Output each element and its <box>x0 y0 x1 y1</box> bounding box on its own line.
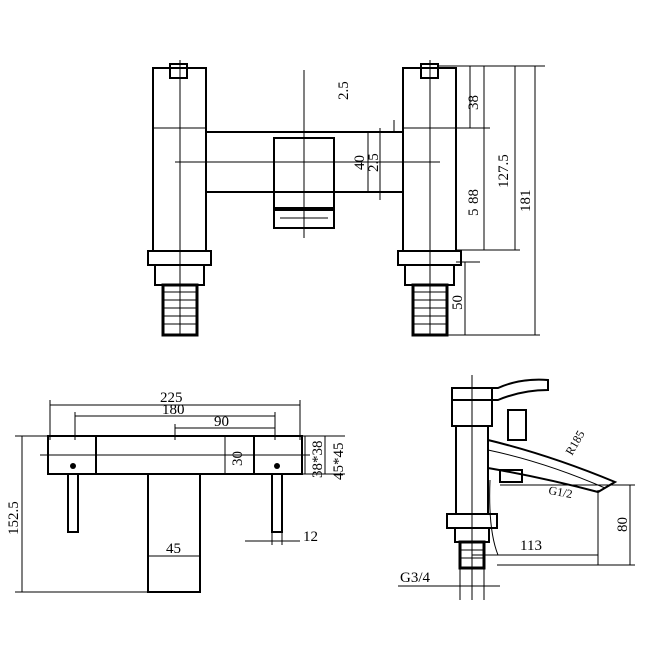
dim-50: 50 <box>450 295 466 310</box>
side-handle-lever <box>451 378 549 401</box>
front-elevation: 2.5 38 40 2.5 127.5 181 5 88 50 <box>147 60 545 337</box>
dim-181: 181 <box>518 190 534 213</box>
dim-90: 90 <box>214 414 229 430</box>
dim-r185: R185 <box>562 428 587 458</box>
plan-view: 225 180 90 30 38*38 45*45 152.5 12 <box>6 390 347 593</box>
dim-225: 225 <box>160 390 183 406</box>
left-thread <box>161 283 199 337</box>
dim-5: 5 <box>466 209 482 217</box>
dim-38: 38 <box>466 95 482 110</box>
plan-right-handle <box>271 473 283 533</box>
plan-spout <box>147 473 201 593</box>
dim-127-5: 127.5 <box>496 154 512 188</box>
dim-113: 113 <box>520 538 542 554</box>
dim-45: 45 <box>166 541 181 557</box>
dim-152-5: 152.5 <box>6 501 22 535</box>
side-view: R185 G1/2 113 80 G3/4 <box>398 375 635 600</box>
dim-38x38: 38*38 <box>310 441 326 479</box>
dim-2-5-mid: 2.5 <box>366 153 382 172</box>
dim-30: 30 <box>230 451 246 466</box>
dim-80: 80 <box>615 517 631 532</box>
right-thread <box>411 283 449 337</box>
side-spout <box>487 438 618 494</box>
left-handle-cap <box>169 63 188 79</box>
dim-2-5-top: 2.5 <box>336 81 352 100</box>
plan-left-handle <box>67 473 79 533</box>
side-hose-connector <box>499 469 523 483</box>
dim-40: 40 <box>352 155 368 170</box>
dim-g3-4: G3/4 <box>400 570 431 586</box>
side-diverter-knob <box>507 409 527 441</box>
dim-g1-2: G1/2 <box>547 483 573 501</box>
dim-45x45: 45*45 <box>331 443 347 481</box>
dim-180: 180 <box>162 402 185 418</box>
dim-88: 88 <box>466 189 482 204</box>
dim-12: 12 <box>303 529 318 545</box>
